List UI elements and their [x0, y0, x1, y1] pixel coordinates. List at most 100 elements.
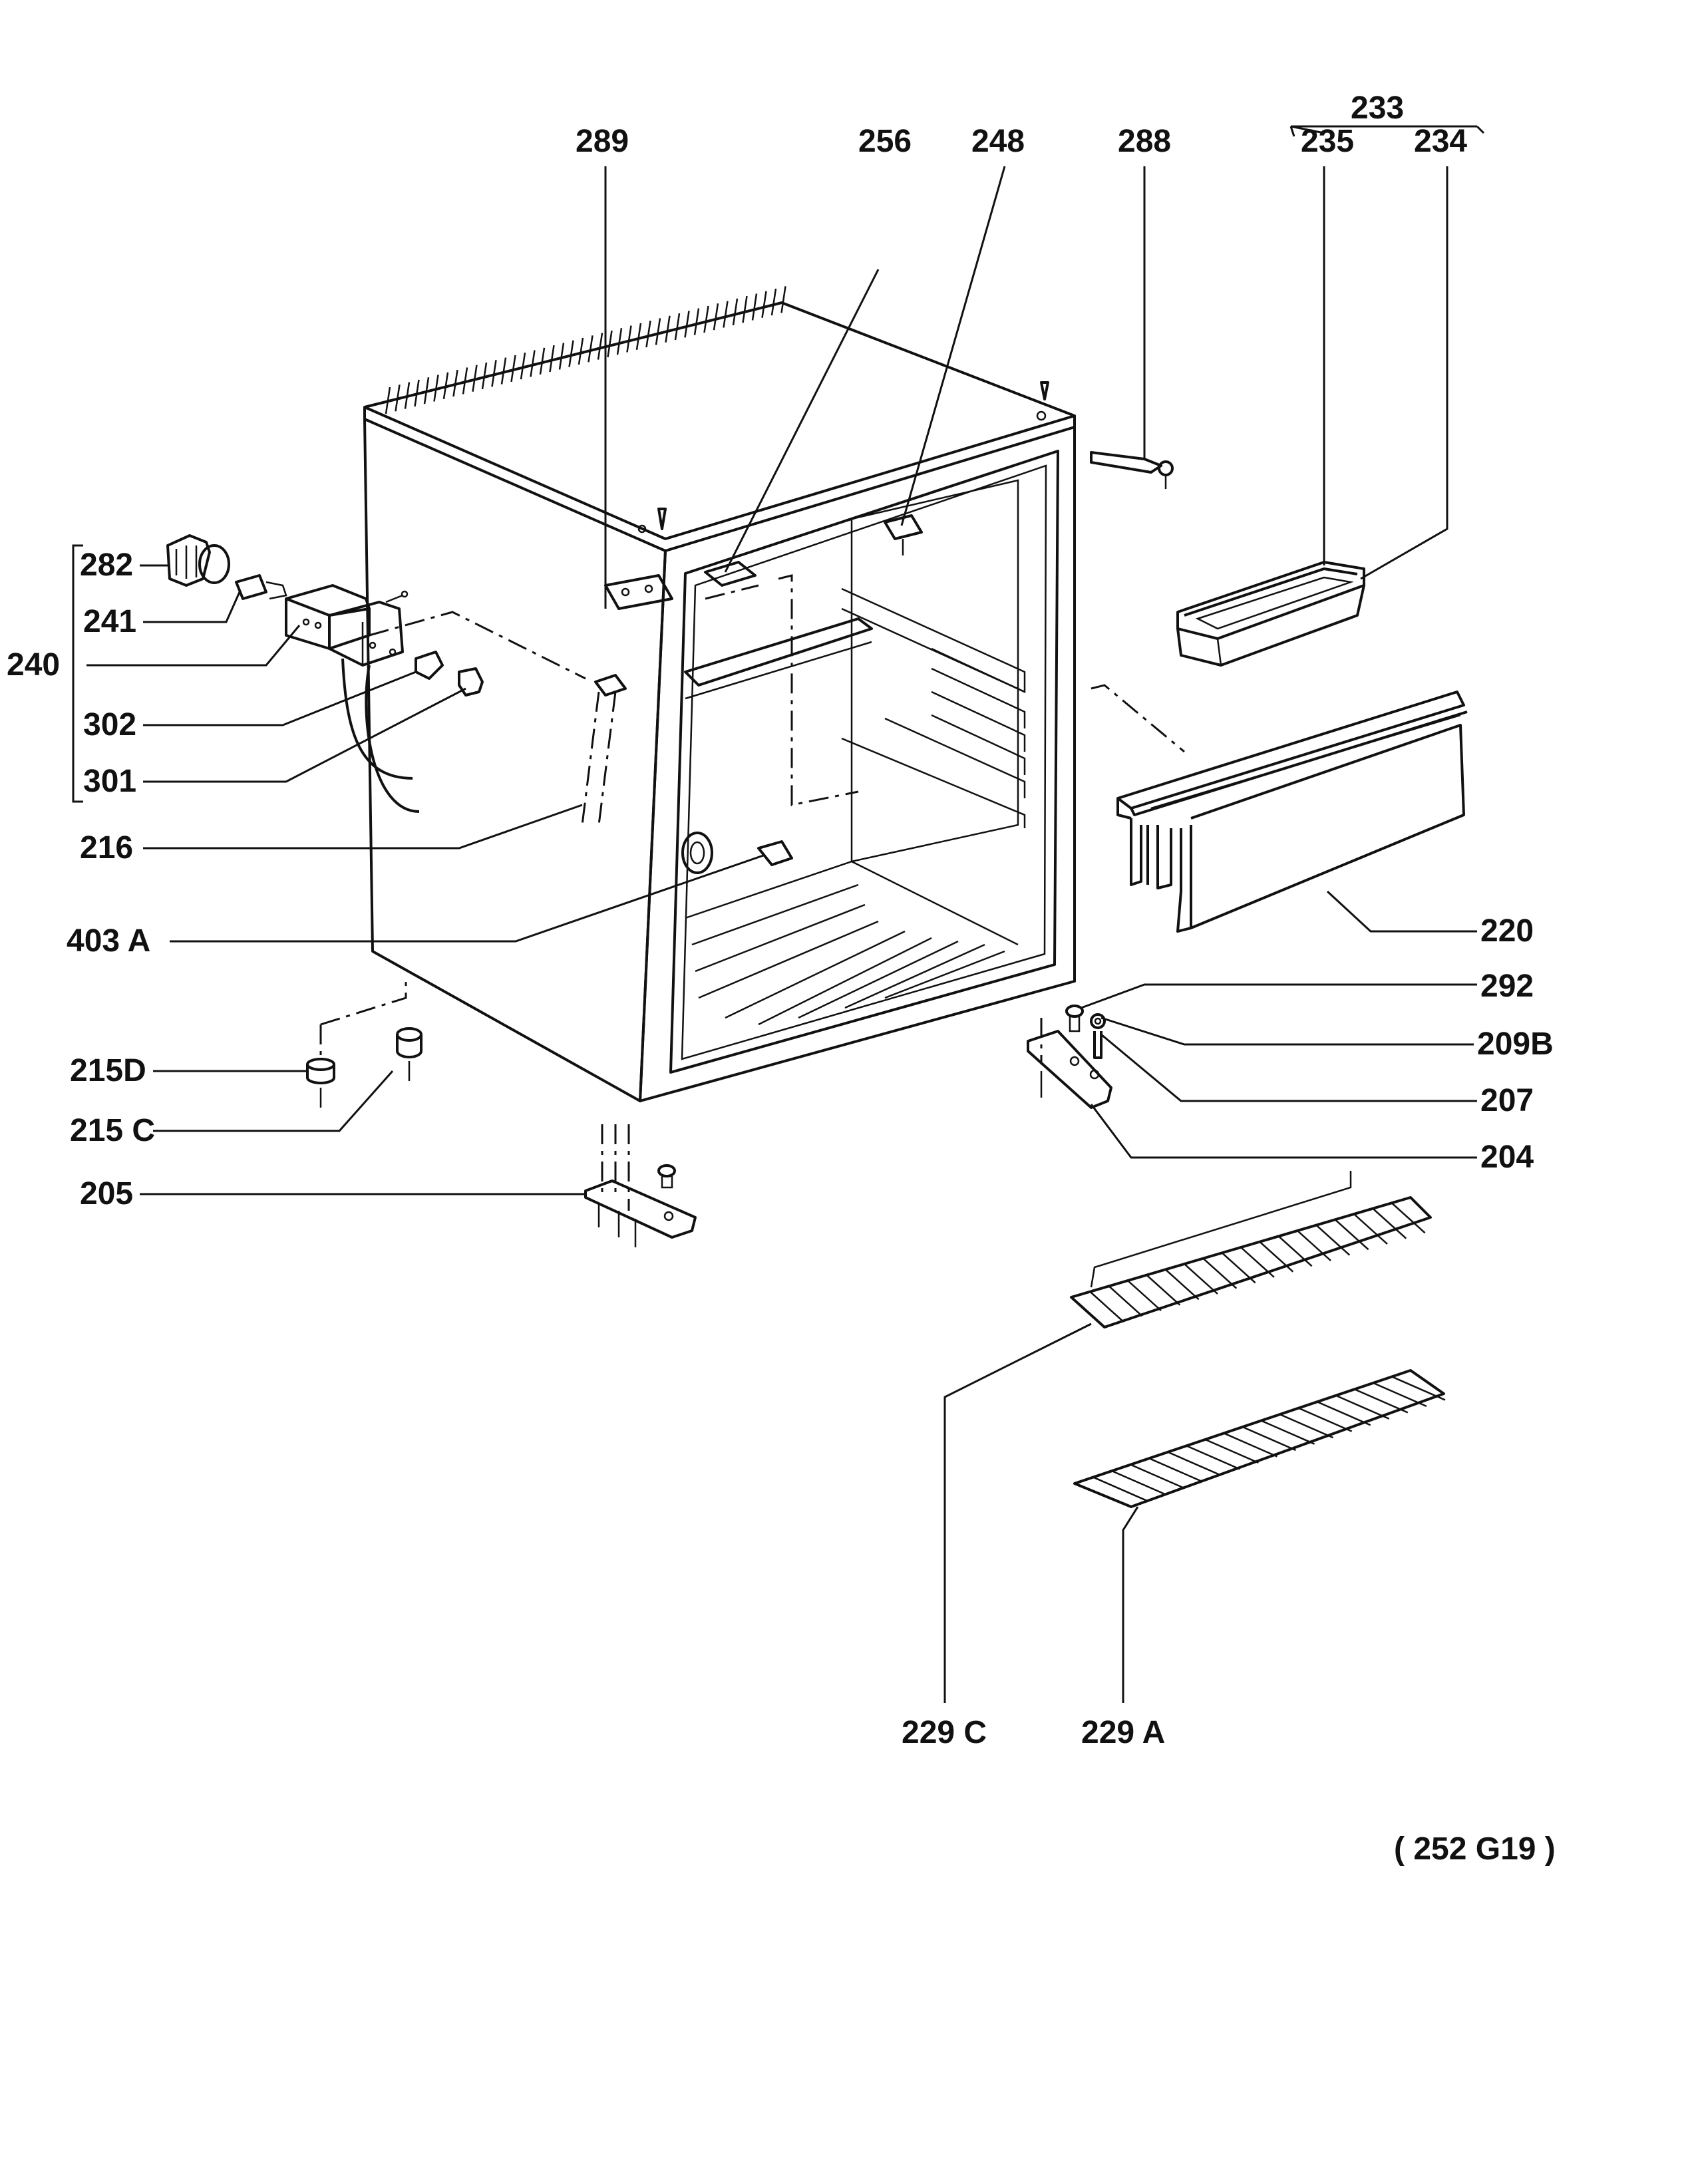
wire-rod [1372, 1207, 1407, 1239]
cabinet-shelf-rails [841, 587, 1026, 828]
label-302: 302 [83, 707, 136, 742]
wire-rod [1298, 1407, 1353, 1432]
wire-shelf-229a [1073, 1369, 1446, 1508]
vent-slot [568, 340, 574, 367]
wire-rod [1130, 1464, 1184, 1489]
label-240: 240 [7, 647, 60, 683]
wire-rod [1127, 1280, 1162, 1311]
wire-shelf-229c [1070, 1171, 1432, 1328]
label-282: 282 [80, 547, 133, 583]
vent-slot [713, 303, 719, 331]
wire-rod [1277, 1235, 1313, 1267]
drain-tube-216 [581, 674, 627, 826]
vent-slot [723, 301, 729, 328]
hinge-part-248 [884, 514, 923, 555]
butter-tray-233 [1176, 561, 1365, 667]
wire-rod [1108, 1285, 1143, 1317]
leader-lines [72, 125, 1485, 1703]
diagram-code: ( 252 G19 ) [1394, 1831, 1556, 1867]
vent-slot [751, 293, 758, 321]
vent-slot [684, 311, 690, 338]
vent-slot [742, 295, 748, 323]
fridge-cabinet [363, 286, 1185, 1102]
label-216: 216 [80, 830, 133, 865]
vent-slot [539, 347, 546, 375]
vent-slot [578, 337, 584, 365]
vent-slot [442, 372, 449, 399]
label-229a: 229 A [1081, 1715, 1165, 1750]
vent-slot [626, 325, 632, 353]
vent-slot [404, 382, 411, 409]
wire-rod [1186, 1445, 1240, 1470]
vent-slot [510, 355, 516, 383]
wire-rod [1353, 1213, 1388, 1245]
label-403a: 403 A [67, 923, 150, 959]
label-204: 204 [1480, 1140, 1534, 1175]
wire-rod [1184, 1263, 1218, 1295]
wire-rod [1167, 1451, 1222, 1476]
vent-slot [472, 365, 478, 392]
wire-rod [1164, 1269, 1200, 1301]
vent-slot [645, 320, 651, 348]
wire-rod [1315, 1224, 1351, 1256]
wire-rod [1354, 1388, 1409, 1414]
vent-slot [423, 377, 430, 404]
vent-slot [462, 367, 468, 394]
vent-slot [655, 318, 661, 345]
label-248: 248 [971, 124, 1025, 159]
vent-slot [385, 387, 391, 414]
vent-slot [761, 291, 767, 318]
wire-rod [1148, 1458, 1203, 1483]
vent-slot [549, 345, 555, 373]
wire-rod [1240, 1247, 1275, 1278]
wire-rod [1279, 1413, 1334, 1439]
vent-slot [481, 362, 488, 390]
wire-rod [1089, 1291, 1124, 1323]
foot-215c [396, 1027, 423, 1081]
wire-rod [1391, 1376, 1446, 1401]
label-215c: 215 C [70, 1113, 155, 1148]
label-234: 234 [1414, 124, 1467, 159]
label-292: 292 [1480, 969, 1534, 1004]
wire-rod [1297, 1230, 1331, 1261]
top-vent-slots [385, 286, 786, 414]
vent-slot [770, 288, 777, 316]
vent-slot [520, 353, 526, 380]
vent-slot [395, 385, 401, 412]
label-288: 288 [1118, 124, 1171, 159]
hinge-plate-256 [704, 561, 757, 587]
label-301: 301 [83, 764, 136, 799]
vent-slot [558, 343, 565, 370]
label-229c: 229 C [902, 1715, 987, 1750]
label-235: 235 [1301, 124, 1354, 159]
part-number-labels: 289 256 248 288 233 235 234 282 241 240 … [7, 90, 1556, 1867]
thermostat-assembly-240 [166, 534, 586, 813]
vent-slot [780, 286, 786, 313]
label-215d: 215D [70, 1053, 146, 1088]
vent-slot [665, 315, 671, 343]
wire-rod [1204, 1438, 1259, 1464]
vent-slot [530, 350, 536, 377]
wire-rod [1221, 1252, 1256, 1284]
label-220: 220 [1480, 913, 1534, 949]
wire-rod [1259, 1241, 1294, 1273]
vent-slot [732, 298, 739, 325]
label-209b: 209B [1477, 1026, 1554, 1062]
vent-slot [433, 375, 439, 402]
vent-slot [635, 323, 642, 350]
wire-rod [1335, 1394, 1390, 1420]
vent-slot [491, 360, 497, 387]
label-289: 289 [576, 124, 629, 159]
vent-slot [452, 369, 458, 397]
wire-rod [1317, 1401, 1371, 1426]
vent-slot [607, 330, 613, 358]
wire-rod [1093, 1476, 1147, 1501]
wire-rod [1223, 1432, 1277, 1458]
label-241: 241 [83, 604, 136, 639]
wire-rod [1334, 1219, 1369, 1251]
label-205: 205 [80, 1176, 133, 1211]
freezer-shelf-220 [1116, 691, 1468, 933]
bottom-right-hinge-204 [1027, 1005, 1112, 1109]
vent-slot [588, 335, 593, 363]
